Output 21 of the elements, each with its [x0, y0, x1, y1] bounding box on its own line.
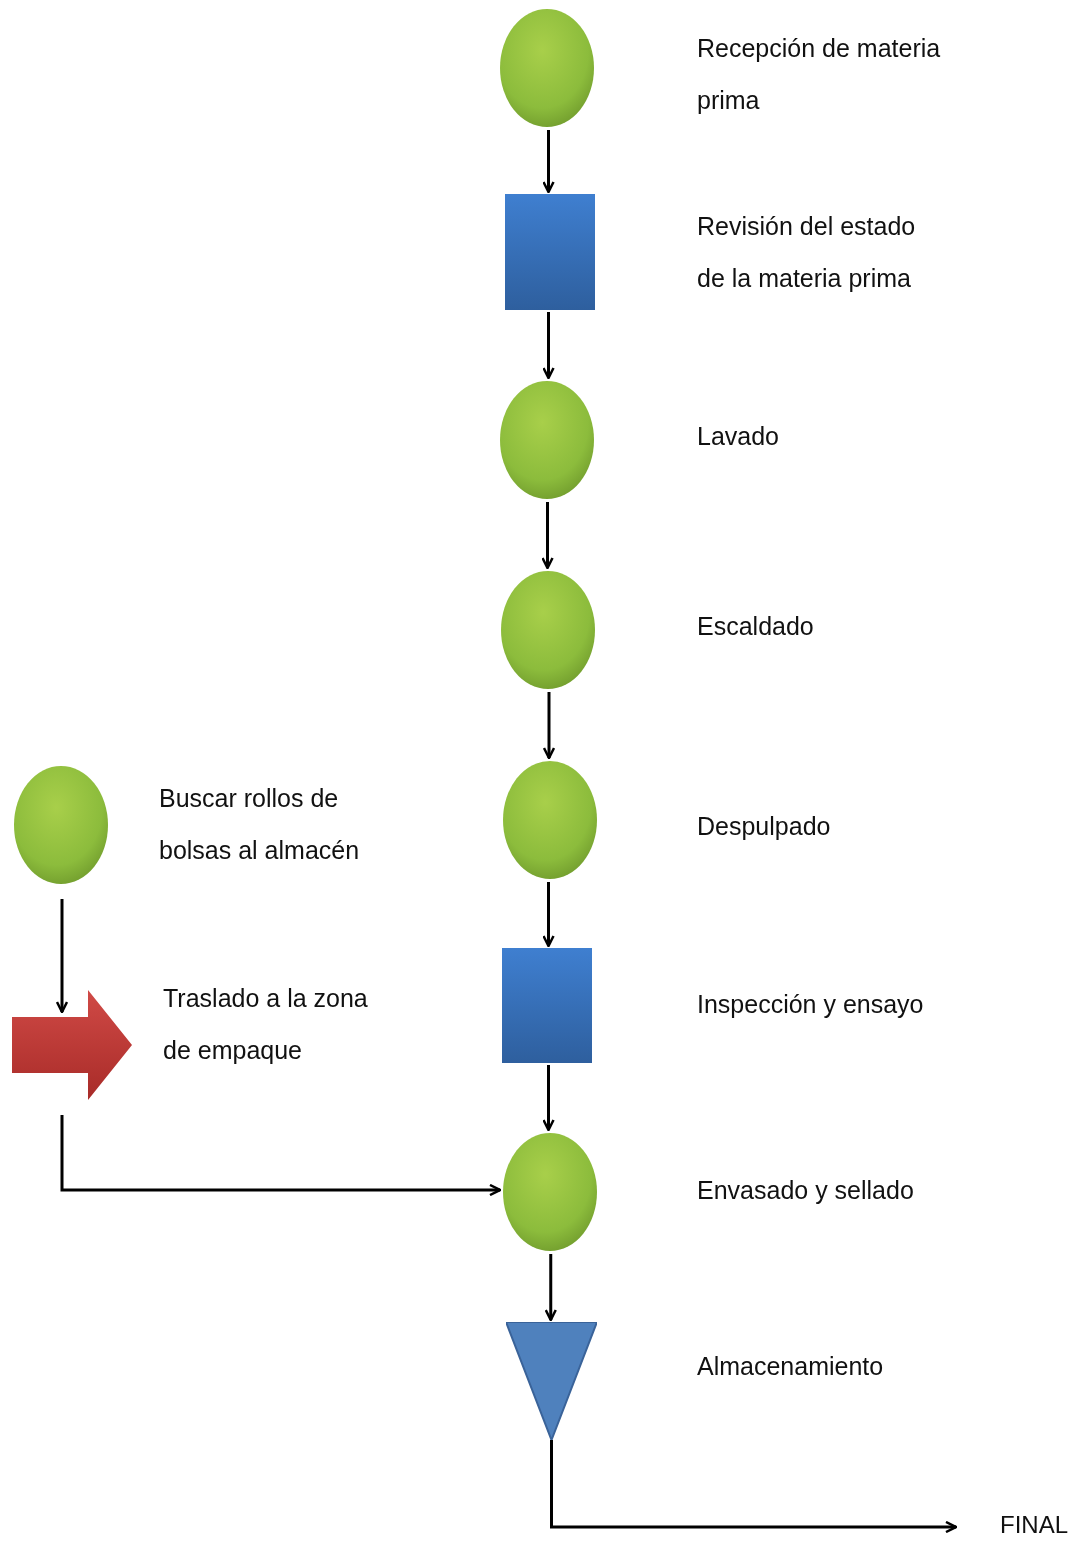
- step-label: Revisión del estado de la materia prima: [697, 211, 917, 294]
- arrow: [542, 692, 556, 760]
- arrow: [542, 312, 555, 380]
- step-label: Recepción de materia prima: [697, 33, 942, 116]
- arrow: [550, 1440, 958, 1534]
- step-label: Envasado y sellado: [697, 1175, 915, 1206]
- step-label: Escaldado: [697, 611, 815, 642]
- step-label: Buscar rollos de bolsas al almacén: [159, 783, 361, 866]
- end-label: FINAL: [1000, 1510, 1069, 1540]
- step-label: Traslado a la zona de empaque: [163, 983, 369, 1066]
- arrow: [542, 882, 555, 948]
- arrow: [544, 1254, 557, 1322]
- arrow: [55, 899, 69, 1014]
- step-label: Almacenamiento: [697, 1351, 885, 1382]
- arrow: [542, 130, 555, 194]
- arrow: [542, 1065, 555, 1132]
- arrow: [541, 502, 554, 570]
- arrow: [60, 1115, 502, 1197]
- step-label: Lavado: [697, 421, 781, 452]
- step-label: Despulpado: [697, 811, 832, 842]
- step-label: Inspección y ensayo: [697, 989, 925, 1020]
